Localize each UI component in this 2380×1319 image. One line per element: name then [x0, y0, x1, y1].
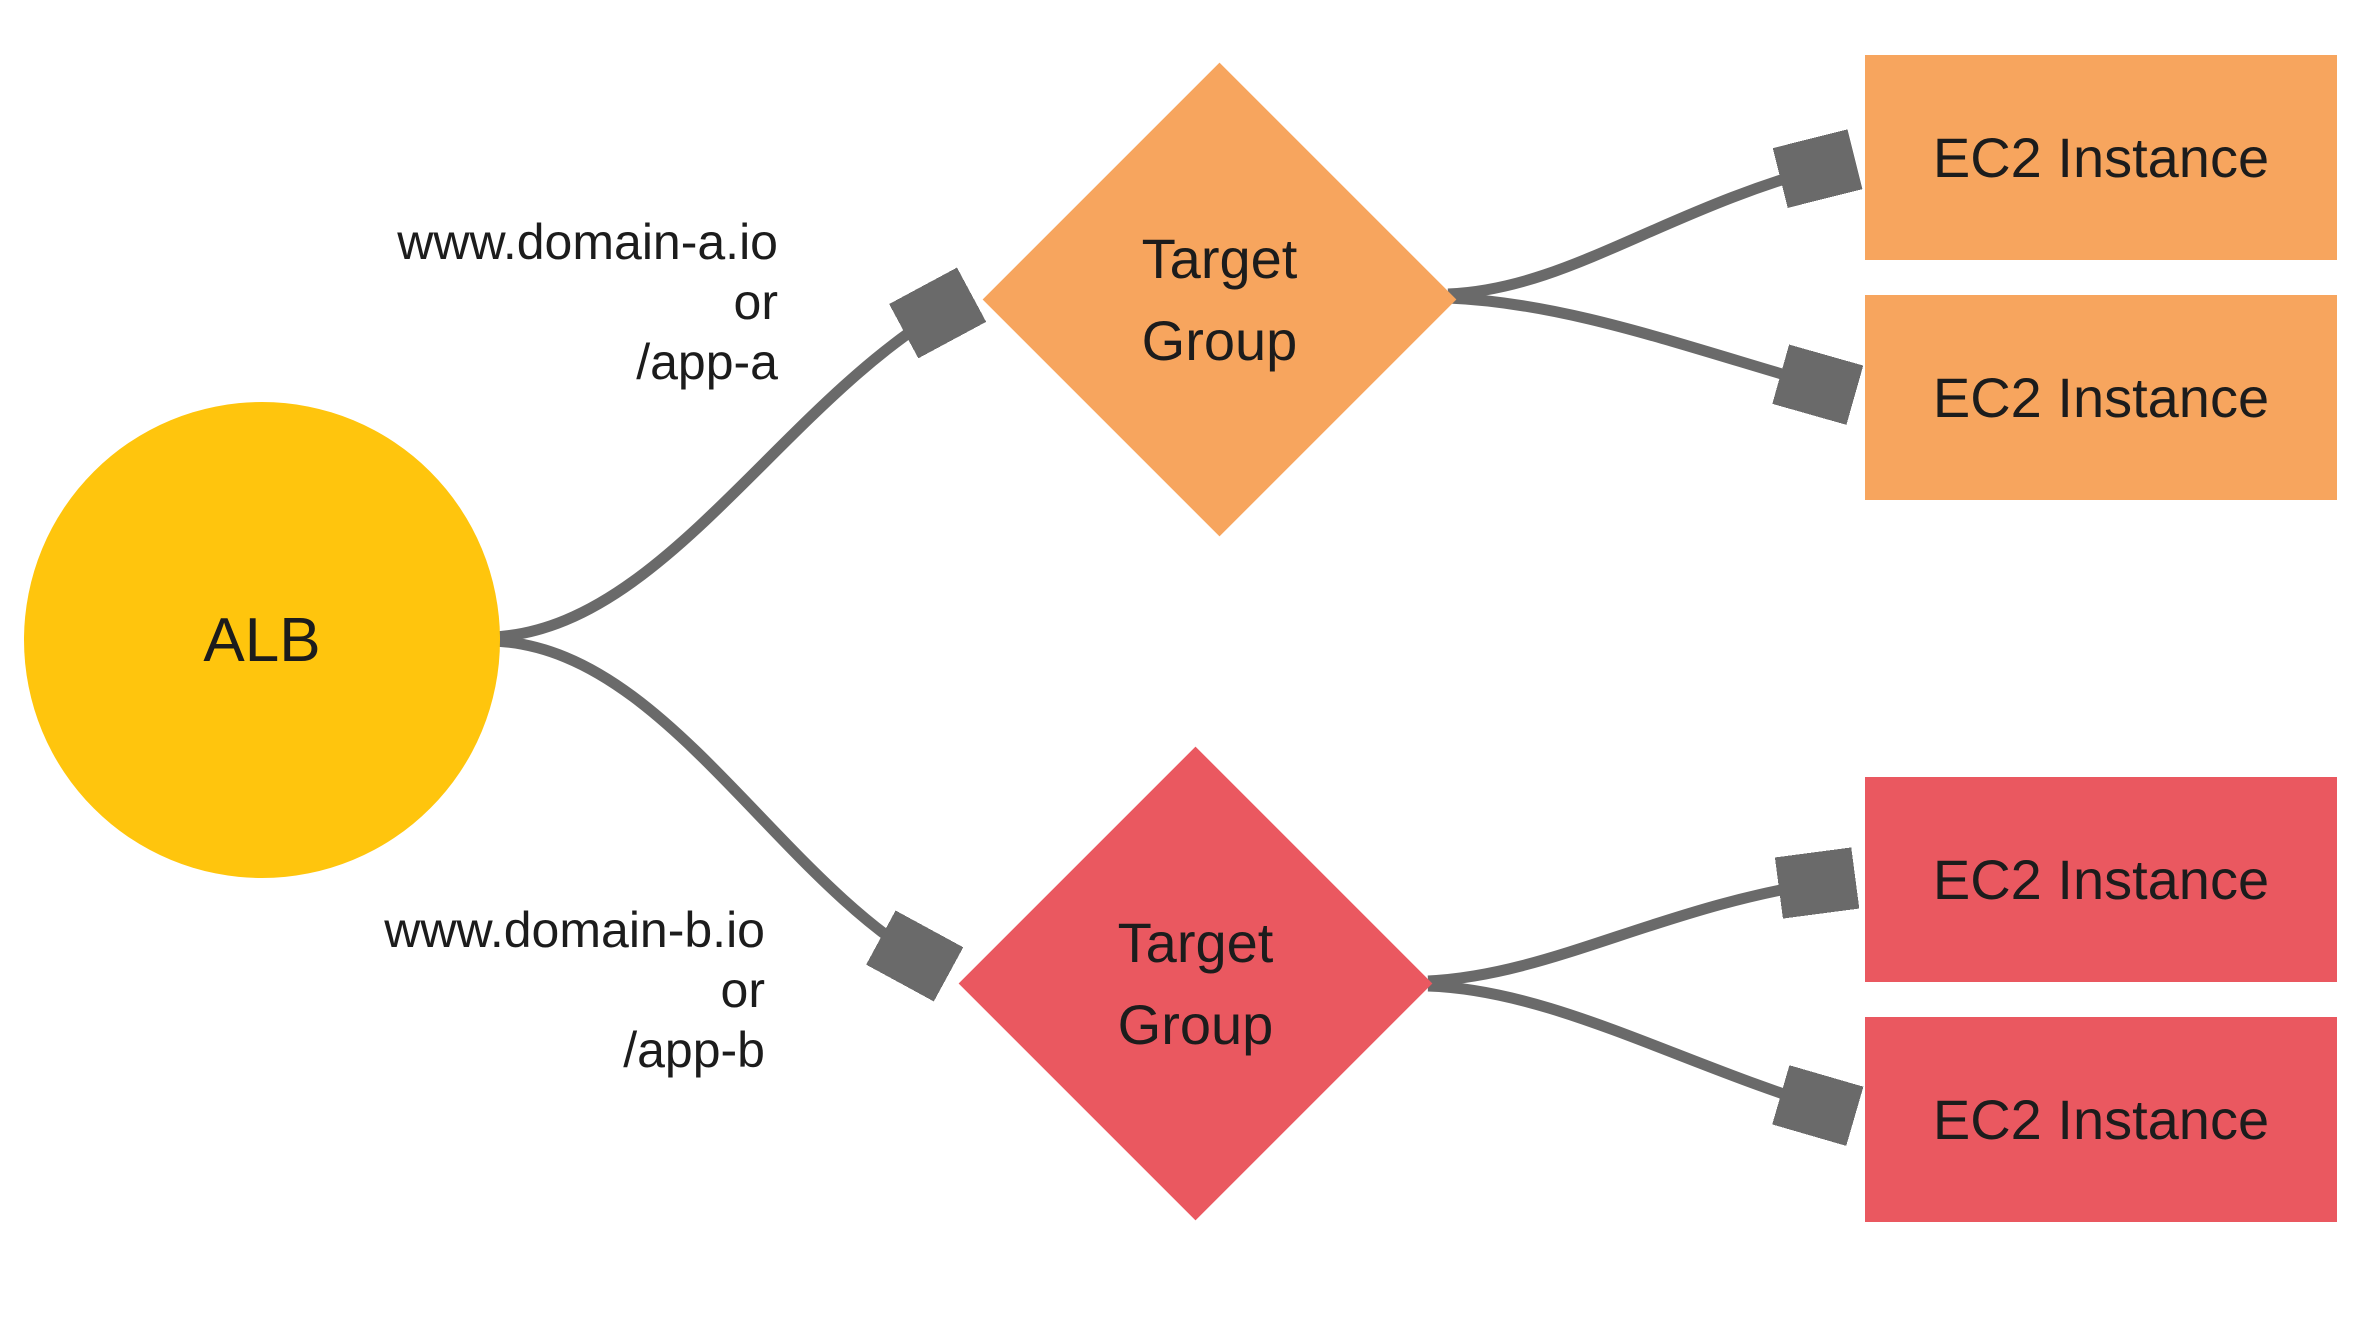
ec2-instance-b2-label: EC2 Instance — [1932, 1088, 2270, 1151]
ec2-instance-a2-node: EC2 Instance — [1865, 295, 2337, 500]
alb-routing-diagram: ALB www.domain-a.io or /app-a www.domain… — [24, 0, 2380, 1256]
ec2-instance-a2-label: EC2 Instance — [1932, 366, 2270, 429]
ec2-instance-b1-node: EC2 Instance — [1865, 777, 2337, 982]
arrow-target-group-b-to-ec2-4 — [1427, 980, 1840, 1112]
arrow-alb-to-target-group-a — [491, 302, 958, 643]
target-group-b-label-line1: Target — [1117, 910, 1274, 974]
alb-node: ALB — [24, 402, 500, 878]
arrow-target-group-a-to-ec2-1 — [1447, 163, 1840, 300]
arrow-target-group-a-to-ec2-2 — [1447, 292, 1840, 391]
ec2-instance-b2-node: EC2 Instance — [1865, 1017, 2337, 1222]
route-b-path: /app-b — [623, 1022, 765, 1078]
ec2-instance-b1-label: EC2 Instance — [1932, 848, 2270, 911]
route-b-or: or — [720, 962, 765, 1018]
arrow-target-group-b-to-ec2-3 — [1427, 880, 1840, 987]
route-a-rule-label: www.domain-a.io or /app-a — [218, 212, 778, 392]
route-a-path: /app-a — [636, 334, 778, 390]
target-group-a-label: Target Group — [1052, 132, 1387, 467]
route-b-rule-label: www.domain-b.io or /app-b — [205, 900, 765, 1080]
arrow-alb-to-target-group-b — [491, 635, 935, 967]
target-group-b-node: Target Group — [958, 746, 1433, 1221]
ec2-instance-a1-label: EC2 Instance — [1932, 126, 2270, 189]
connector-arrows — [491, 0, 2380, 1256]
route-a-or: or — [733, 274, 778, 330]
target-group-a-label-line1: Target — [1141, 226, 1298, 290]
route-a-domain: www.domain-a.io — [397, 214, 778, 270]
target-group-a-label-line2: Group — [1141, 308, 1298, 372]
route-b-domain: www.domain-b.io — [384, 902, 765, 958]
ec2-instance-a1-node: EC2 Instance — [1865, 55, 2337, 260]
target-group-b-label-line2: Group — [1117, 992, 1274, 1056]
alb-label: ALB — [203, 605, 321, 675]
target-group-a-node: Target Group — [982, 62, 1457, 537]
target-group-b-label: Target Group — [1028, 816, 1363, 1151]
